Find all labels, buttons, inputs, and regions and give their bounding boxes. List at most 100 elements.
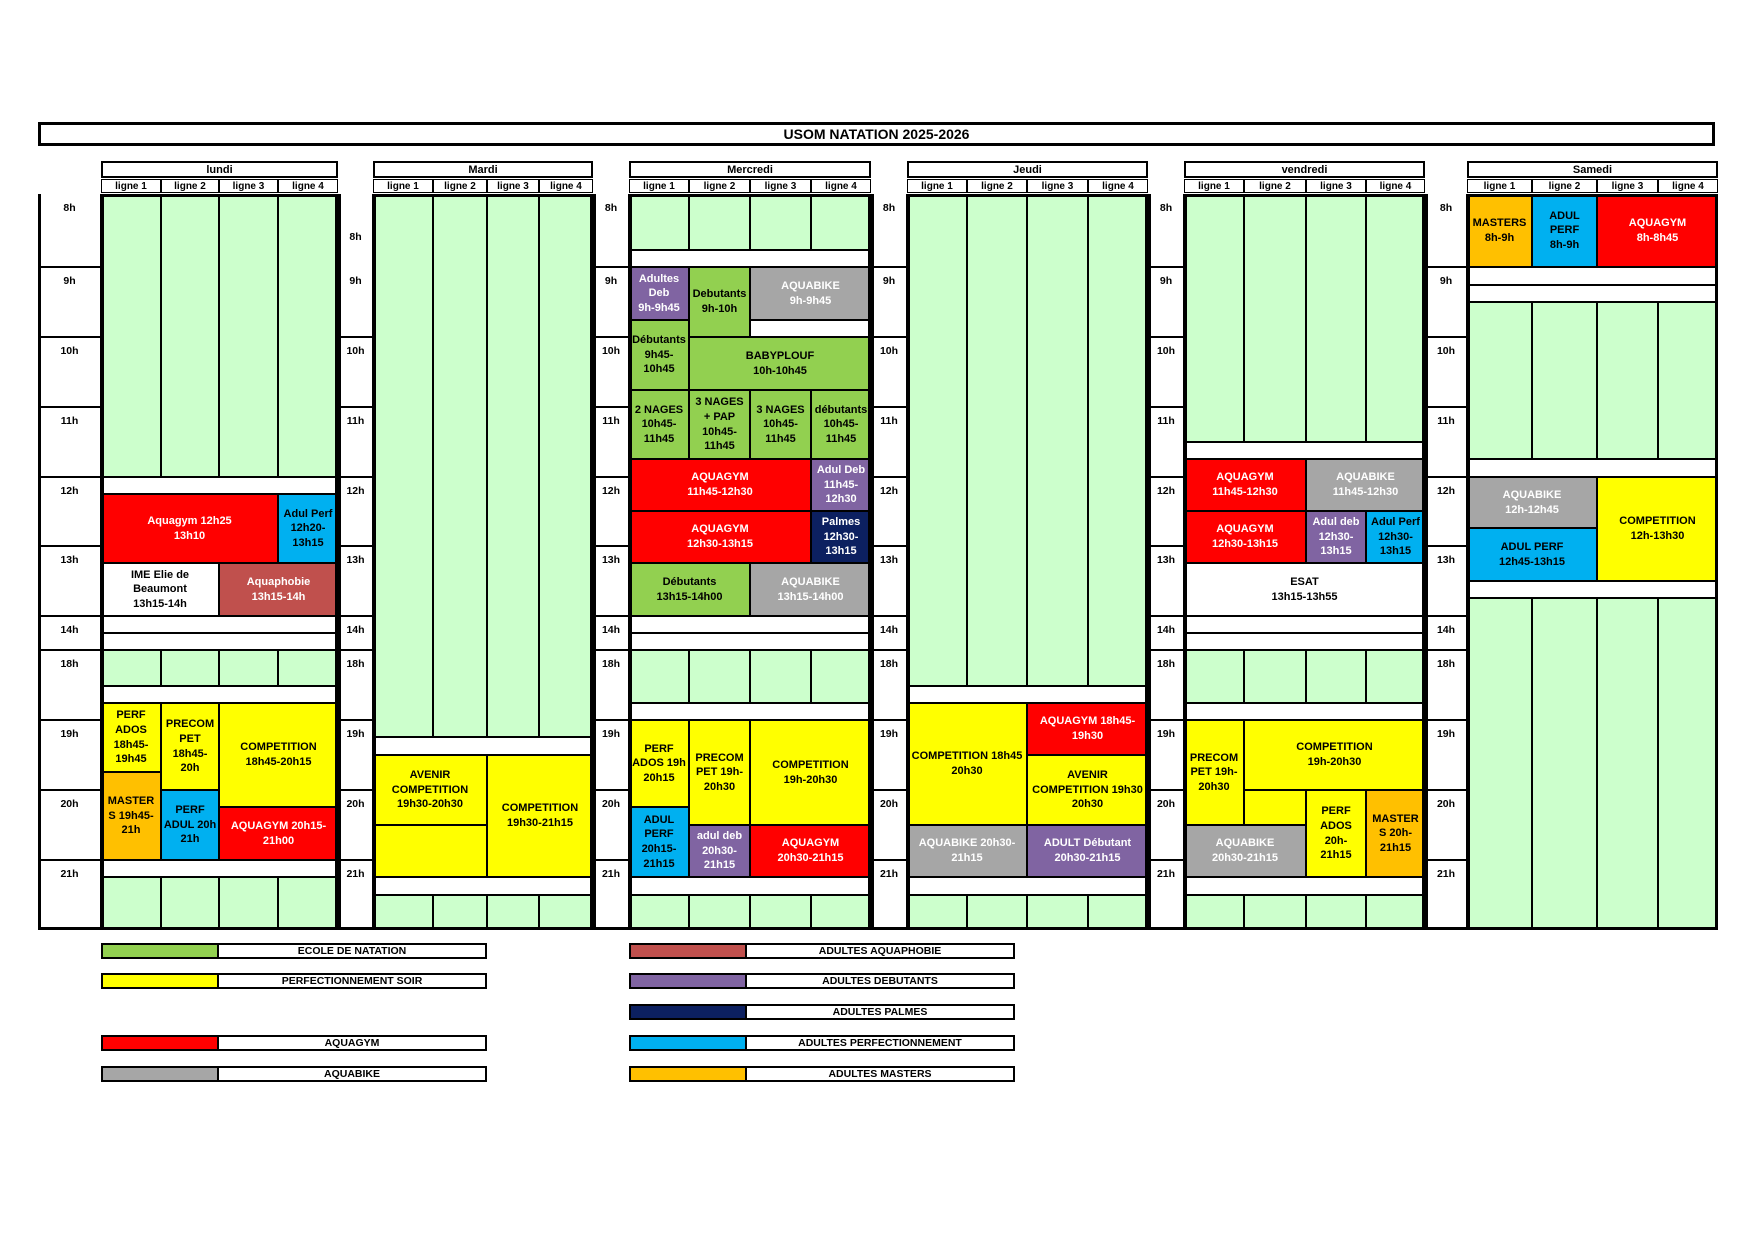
free-lane — [1467, 598, 1532, 929]
free-lane — [629, 194, 689, 250]
time-label: 11h — [602, 415, 620, 427]
hour-divider — [38, 406, 103, 408]
session-block: Adul deb 12h30- 13h15 — [1306, 511, 1366, 563]
session-block: COMPETITION 18h45-20h15 — [219, 703, 338, 807]
time-label: 21h — [1436, 868, 1456, 880]
time-label: 14h — [879, 624, 899, 636]
hour-divider — [38, 476, 103, 478]
free-lane — [629, 895, 689, 929]
lane-header: ligne 3 — [750, 179, 811, 193]
lane-header: ligne 4 — [278, 179, 338, 193]
session-block: PERF ADOS 19h 20h15 — [629, 720, 689, 807]
time-label: 9h — [349, 275, 362, 287]
free-lane — [1027, 194, 1088, 686]
free-lane — [811, 895, 871, 929]
free-lane — [101, 877, 161, 929]
hour-divider — [1148, 476, 1186, 478]
time-label: 9h — [882, 275, 896, 287]
session-block: AQUABIKE 13h15-14h00 — [750, 563, 871, 616]
session-block: Adul Deb 11h45- 12h30 — [811, 459, 871, 511]
empty-slot — [373, 737, 593, 755]
hour-divider — [871, 615, 909, 617]
session-block: Adultes Deb 9h-9h45 — [629, 267, 689, 320]
day-header: Samedi — [1467, 161, 1718, 178]
lane-header: ligne 2 — [433, 179, 487, 193]
hour-divider — [338, 927, 375, 930]
session-block: AQUAGYM 20h30-21h15 — [750, 825, 871, 877]
free-lane — [373, 194, 433, 737]
empty-slot — [1184, 633, 1425, 650]
session-block: AQUAGYM 12h30-13h15 — [629, 511, 811, 563]
lane-header: ligne 1 — [101, 179, 161, 193]
hour-divider — [1425, 336, 1469, 338]
session-block: Débutants 9h45- 10h45 — [629, 320, 689, 390]
free-lane — [750, 194, 811, 250]
free-lane — [1088, 194, 1148, 686]
empty-slot — [101, 633, 338, 650]
empty-slot — [101, 616, 338, 633]
time-label: 19h — [879, 728, 899, 740]
session-block: BABYPLOUF 10h-10h45 — [689, 337, 871, 390]
empty-slot — [1467, 285, 1718, 302]
hour-divider — [38, 615, 103, 617]
hour-divider — [1425, 266, 1469, 268]
session-block: COMPETITION 19h30-21h15 — [487, 755, 593, 877]
session-block: COMPETITION 19h-20h30 — [750, 720, 871, 825]
time-label: 21h — [879, 868, 899, 880]
free-lane — [1306, 194, 1366, 442]
session-block: adul deb 20h30- 21h15 — [689, 825, 750, 877]
hour-divider — [338, 859, 375, 861]
empty-slot — [907, 686, 1148, 703]
legend-label: PERFECTIONNEMENT SOIR — [217, 973, 487, 989]
free-lane — [1184, 650, 1244, 703]
hour-divider — [871, 649, 909, 651]
session-block: MASTER S 20h- 21h15 — [1366, 790, 1425, 877]
day-header: lundi — [101, 161, 338, 178]
time-label: 8h — [604, 202, 618, 214]
time-label: 18h — [879, 658, 899, 670]
hour-divider — [1425, 649, 1469, 651]
free-lane — [811, 194, 871, 250]
free-lane — [101, 194, 161, 477]
session-block: Adul Perf 12h30- 13h15 — [1366, 511, 1425, 563]
free-lane — [539, 194, 593, 737]
free-lane — [1366, 895, 1425, 929]
time-label: 21h — [1156, 868, 1176, 880]
free-lane — [161, 877, 219, 929]
lane-header: ligne 4 — [539, 179, 593, 193]
lane-header: ligne 2 — [1244, 179, 1306, 193]
hour-divider — [338, 336, 375, 338]
legend-label: AQUABIKE — [217, 1066, 487, 1082]
empty-slot — [629, 616, 871, 633]
session-block: AQUABIKE 12h-12h45 — [1467, 477, 1597, 528]
lane-header: ligne 2 — [967, 179, 1027, 193]
time-label: 18h — [1156, 658, 1176, 670]
time-label: 13h — [601, 554, 621, 566]
lane-header: ligne 2 — [161, 179, 219, 193]
session-block: ADUL PERF 12h45-13h15 — [1467, 528, 1597, 581]
empty-slot — [1467, 459, 1718, 477]
time-label: 10h — [60, 345, 79, 357]
time-column — [1148, 194, 1186, 929]
hour-divider — [1148, 615, 1186, 617]
session-block: IME Elie de Beaumont 13h15-14h — [101, 563, 219, 616]
session-block: COMPETITION 19h-20h30 — [1244, 720, 1425, 790]
legend-swatch — [101, 1066, 219, 1082]
hour-divider — [1425, 476, 1469, 478]
hour-divider — [1148, 406, 1186, 408]
time-label: 21h — [601, 868, 621, 880]
session-block: Palmes 12h30- 13h15 — [811, 511, 871, 563]
free-lane — [1532, 302, 1597, 459]
lane-header: ligne 3 — [1597, 179, 1658, 193]
session-block: PRECOM PET 18h45- 20h — [161, 703, 219, 790]
session-block: débutants 10h45- 11h45 — [811, 390, 871, 459]
hour-divider — [38, 927, 103, 930]
hour-divider — [593, 406, 631, 408]
time-label: 14h — [601, 624, 621, 636]
session-block: Adul Perf 12h20- 13h15 — [278, 494, 338, 563]
hour-divider — [1148, 859, 1186, 861]
hour-divider — [38, 266, 103, 268]
session-block: ADULT Débutant 20h30-21h15 — [1027, 825, 1148, 877]
time-label: 13h — [879, 554, 899, 566]
time-label: 12h — [879, 485, 899, 497]
